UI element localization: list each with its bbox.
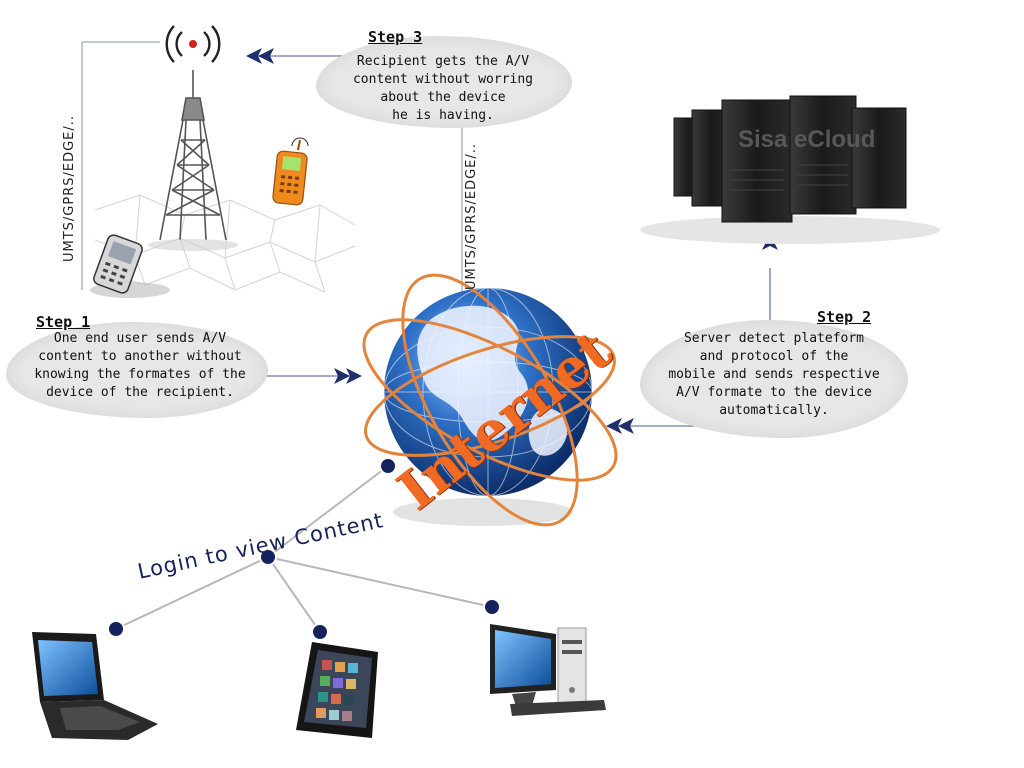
orbit-rings: [362, 273, 618, 527]
left-network-label: UMTS/GPRS/EDGE/..: [62, 114, 77, 262]
step3-description: Recipient gets the A/V content without w…: [352, 54, 533, 123]
laptop-node: [107, 620, 125, 638]
step2-bubble: [640, 320, 908, 438]
laptop-icon: [32, 632, 158, 740]
globe-node: [379, 457, 397, 475]
tower-illustration: [94, 70, 356, 293]
mobile-phone-icon: [272, 137, 309, 206]
step3-title: Step 3: [368, 28, 423, 46]
tree-nodes: [107, 457, 501, 641]
server-brand-label: Sisa eCloud: [738, 126, 876, 153]
step3-bubble: [316, 36, 572, 128]
device-tree-connectors: [115, 465, 493, 633]
step2-description: Server detect plateform and protocol of …: [668, 331, 880, 418]
step1-description: One end user sends A/V content to anothe…: [34, 331, 246, 400]
tablet-node: [311, 623, 329, 641]
center-network-label: UMTS/GPRS/EDGE/..: [464, 142, 479, 290]
mobile-phone-icon: [90, 234, 170, 298]
desktop-node: [483, 598, 501, 616]
step1-bubble: [6, 322, 268, 418]
antenna-signal-icon: [165, 25, 221, 63]
left-network-connector: [81, 41, 160, 290]
hub-node: [259, 548, 277, 566]
server-rack-icon: [640, 95, 940, 244]
desktop-computer-icon: [490, 624, 606, 716]
step1-title: Step 1: [36, 313, 91, 331]
step2-title: Step 2: [817, 308, 872, 326]
tablet-icon: [296, 642, 378, 738]
